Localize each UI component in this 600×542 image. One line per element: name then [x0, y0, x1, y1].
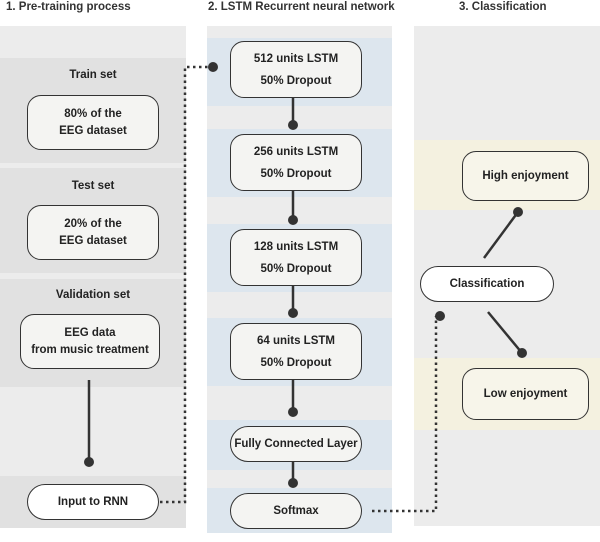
fully-connected-label: Fully Connected Layer: [234, 437, 358, 450]
train-set-line2: EEG dataset: [59, 124, 127, 137]
lstm-128-dropout: 50% Dropout: [260, 262, 332, 275]
validation-set-line2: from music treatment: [31, 343, 149, 356]
classification-label: Classification: [449, 277, 525, 290]
train-set-title: Train set: [69, 69, 117, 81]
input-to-rnn-label: Input to RNN: [57, 495, 129, 508]
lstm-link-3-dot: [288, 308, 298, 318]
lstm-256-units: 256 units LSTM: [253, 145, 339, 158]
validation-to-input-dot: [84, 457, 94, 467]
lstm-128-units: 128 units LSTM: [253, 240, 339, 253]
softmax-box: Softmax: [230, 493, 362, 529]
train-set-line1: 80% of the: [64, 107, 122, 120]
test-set-box: 20% of the EEG dataset: [27, 205, 159, 260]
low-enjoyment-box: Low enjoyment: [462, 368, 589, 420]
softmax-label: Softmax: [273, 504, 319, 517]
branch-to-high-dot: [513, 207, 523, 217]
lstm-256-dropout: 50% Dropout: [260, 167, 332, 180]
lstm-link-4-dot: [288, 407, 298, 417]
lstm-64-dropout: 50% Dropout: [260, 356, 332, 369]
lstm-64-units: 64 units LSTM: [257, 334, 335, 347]
classification-box: Classification: [420, 266, 554, 302]
lstm-512-box: 512 units LSTM 50% Dropout: [230, 41, 362, 98]
input-to-lstm-dot: [208, 62, 218, 72]
lstm-512-units: 512 units LSTM: [253, 52, 339, 65]
validation-set-line1: EEG data: [64, 326, 116, 339]
lstm-link-1-dot: [288, 120, 298, 130]
softmax-to-classification-dotted-line: [372, 316, 438, 513]
validation-set-box: EEG data from music treatment: [20, 314, 160, 369]
branch-to-high-line: [482, 211, 520, 259]
lstm-column-title: 2. LSTM Recurrent neural network: [208, 1, 395, 13]
input-to-lstm-dotted-line: [160, 65, 213, 504]
lstm-link-2-dot: [288, 215, 298, 225]
low-enjoyment-label: Low enjoyment: [483, 387, 568, 400]
pretraining-column-title: 1. Pre-training process: [6, 1, 131, 13]
high-enjoyment-box: High enjoyment: [462, 151, 589, 201]
branch-to-low-line: [487, 311, 523, 354]
lstm-link-5-dot: [288, 478, 298, 488]
lstm-128-box: 128 units LSTM 50% Dropout: [230, 229, 362, 286]
validation-set-title: Validation set: [55, 289, 131, 301]
fully-connected-box: Fully Connected Layer: [230, 426, 362, 462]
branch-to-low-dot: [517, 348, 527, 358]
high-enjoyment-label: High enjoyment: [482, 169, 569, 182]
lstm-256-box: 256 units LSTM 50% Dropout: [230, 134, 362, 191]
train-set-box: 80% of the EEG dataset: [27, 95, 159, 150]
lstm-64-box: 64 units LSTM 50% Dropout: [230, 323, 362, 380]
test-set-title: Test set: [71, 180, 115, 192]
classification-column-title: 3. Classification: [459, 1, 547, 13]
test-set-line1: 20% of the: [64, 217, 122, 230]
input-to-rnn-box: Input to RNN: [27, 484, 159, 520]
softmax-to-classification-dot: [435, 311, 445, 321]
test-set-line2: EEG dataset: [59, 234, 127, 247]
lstm-512-dropout: 50% Dropout: [260, 74, 332, 87]
